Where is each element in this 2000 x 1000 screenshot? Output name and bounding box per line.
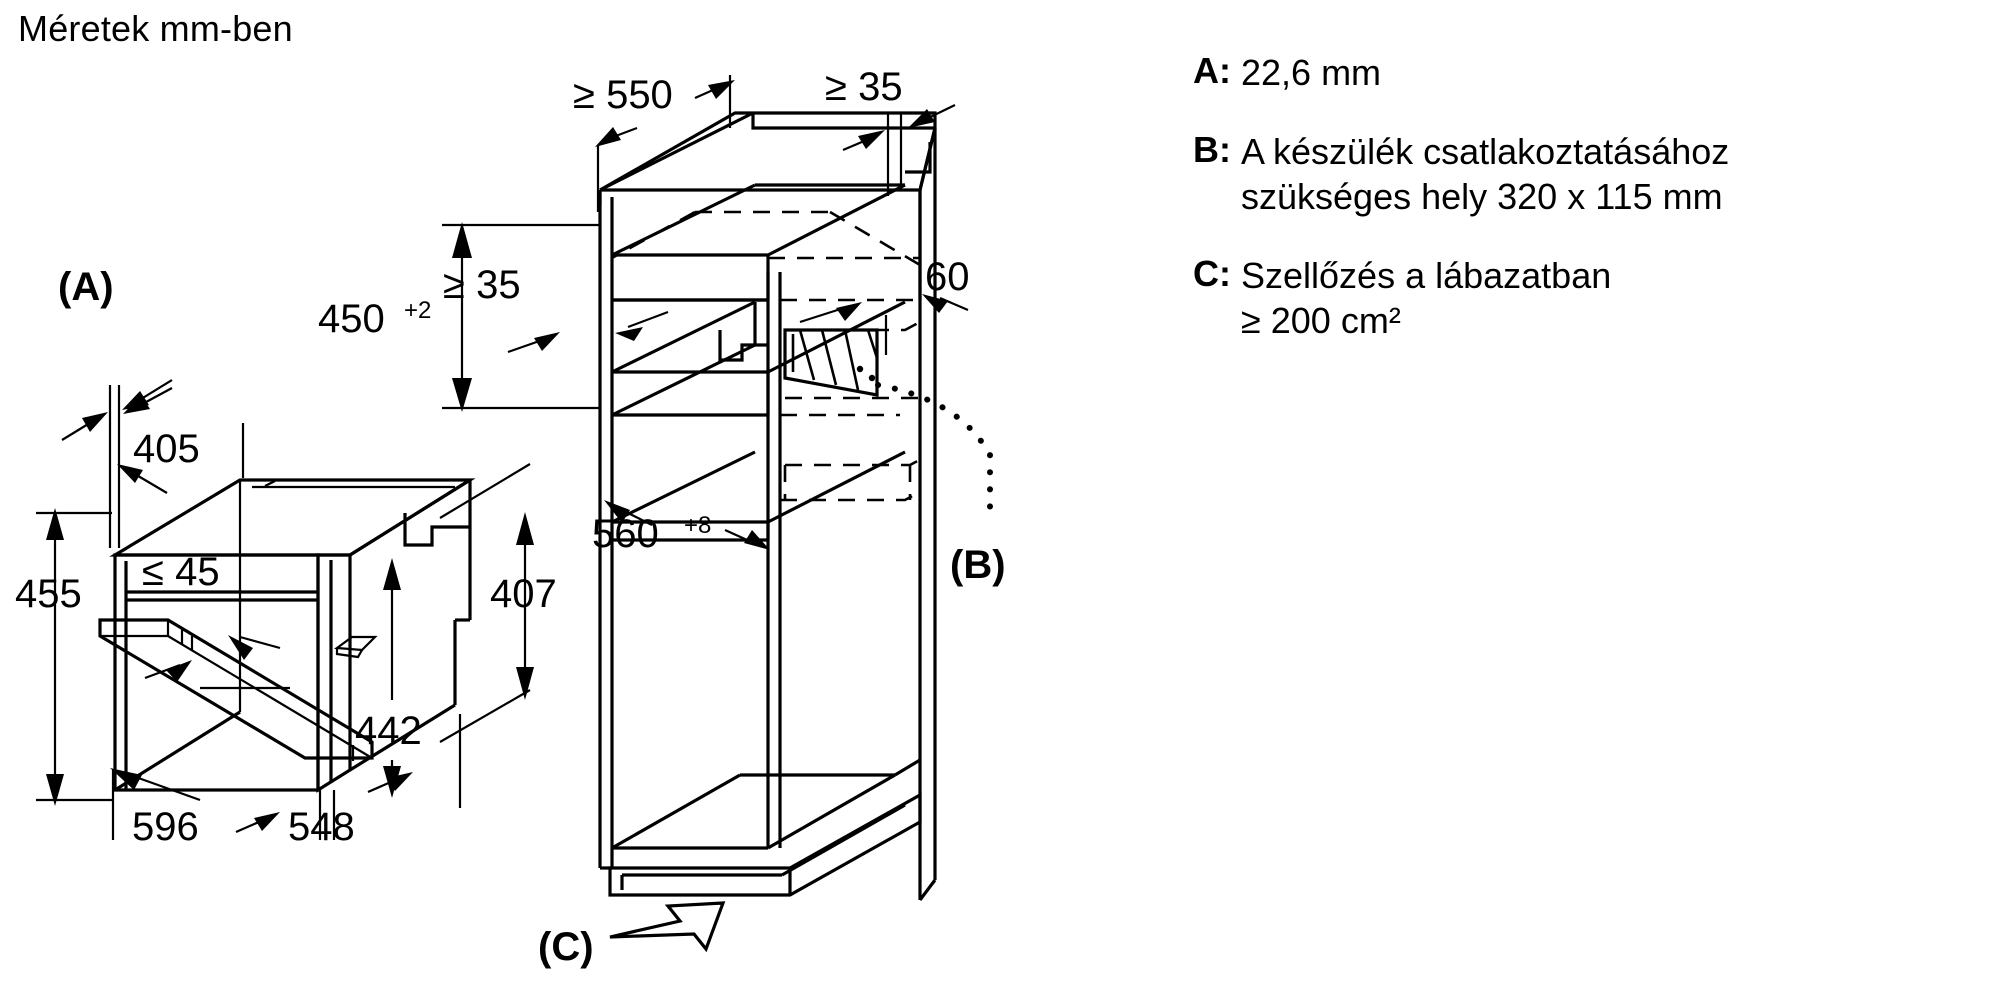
dim-45-text: ≤ 45 (142, 550, 220, 594)
appliance-dim-548: 548 (288, 714, 462, 849)
dim-405-text: 405 (133, 427, 200, 471)
dim-407-text: 407 (490, 572, 557, 616)
legend-value-a: 22,6 mm (1237, 50, 1381, 95)
legend-row-b: B: A készülék csatlakoztatásához szükség… (1193, 129, 1953, 219)
callout-a-label: (A) (58, 265, 114, 309)
callout-c-arrow (609, 901, 726, 953)
cabinet-dim-35-top: ≥ 35 (825, 65, 956, 196)
dim-596-text: 596 (132, 805, 199, 849)
appliance-dim-442: 442 (355, 558, 422, 798)
cabinet-isometric (598, 111, 993, 901)
appliance-dim-407: 407 (439, 463, 557, 743)
dim-442-text: 442 (355, 709, 422, 753)
dim-450-text: 450 (318, 297, 385, 341)
dim-560-tolerance: +8 (684, 512, 711, 539)
dim-550-text: ≥ 550 (573, 73, 673, 117)
cabinet-dim-550: ≥ 550 (573, 73, 735, 212)
legend-key-c: C: (1193, 253, 1231, 294)
legend-b-line1: A készülék csatlakoztatásához (1241, 131, 1730, 172)
dim-455-text: 455 (15, 572, 82, 616)
appliance-dim-455: 455 (15, 508, 112, 806)
legend-row-c: C: Szellőzés a lábazatban ≥ 200 cm² (1193, 253, 1953, 343)
dim-450-tolerance: +2 (404, 297, 431, 324)
page-title: Méretek mm-ben (18, 8, 293, 49)
legend-value-c: Szellőzés a lábazatban ≥ 200 cm² (1237, 253, 1611, 343)
callout-b-leader (875, 382, 993, 523)
legend-c-line1: Szellőzés a lábazatban (1241, 255, 1612, 296)
dim-35-top-text: ≥ 35 (825, 65, 903, 109)
cabinet-dim-60: 60 (799, 255, 970, 355)
cabinet-dim-560: 560 +8 (592, 500, 770, 556)
dim-560-text: 560 (592, 512, 659, 556)
appliance-dim-a: (A) (58, 265, 173, 548)
appliance-dim-596: 596 (110, 768, 322, 849)
legend-b-line2: szükséges hely 320 x 115 mm (1241, 176, 1723, 217)
cabinet-dim-35-mid: ≥ 35 (443, 263, 669, 354)
legend-value-b: A készülék csatlakoztatásához szükséges … (1237, 129, 1729, 219)
legend-c-line2: ≥ 200 cm² (1241, 300, 1401, 341)
appliance-isometric (98, 478, 476, 793)
dim-35-mid-text: ≥ 35 (443, 263, 521, 307)
dim-60-text: 60 (925, 255, 970, 299)
appliance-dim-45: ≤ 45 (142, 550, 281, 682)
legend-row-a: A: 22,6 mm (1193, 50, 1953, 95)
appliance-dim-405: 405 (117, 379, 245, 494)
legend-a-line1: 22,6 mm (1241, 52, 1382, 93)
legend-key-a: A: (1193, 50, 1231, 91)
cabinet-dim-450: 450 +2 (318, 222, 600, 412)
dim-548-text: 548 (288, 805, 355, 849)
legend-key-b: B: (1193, 129, 1231, 170)
socket-hatched-area (783, 328, 879, 397)
legend: A: 22,6 mm B: A készülék csatlakoztatásá… (1193, 50, 1953, 377)
